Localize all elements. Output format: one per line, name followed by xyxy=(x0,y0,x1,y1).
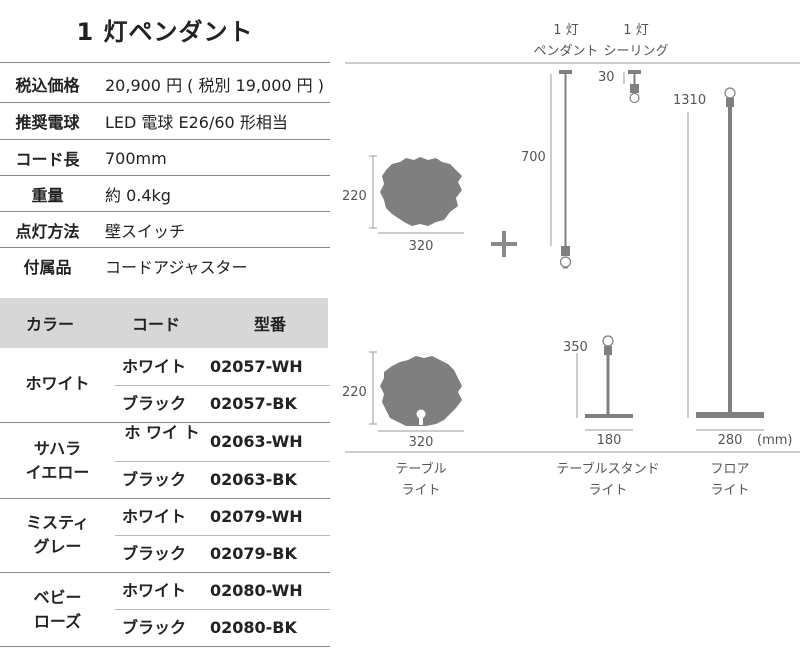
dim-label: 220 xyxy=(342,189,367,204)
spec-label: 点灯方法 xyxy=(15,222,80,241)
caption: テーブルスタンド xyxy=(556,461,659,477)
color-name-line: グレー xyxy=(33,537,82,556)
cord-cell: ブラック xyxy=(122,618,187,637)
spec-row-weight: 重量 約 0.4kg xyxy=(0,176,330,212)
plus-icon xyxy=(491,231,517,257)
spec-label: 付属品 xyxy=(23,258,72,277)
unit-label: (mm) xyxy=(757,433,792,448)
spec-value: コードアジャスター xyxy=(105,258,248,277)
cord-cell: ホワイト xyxy=(122,581,187,600)
divider xyxy=(0,211,330,212)
divider xyxy=(0,102,330,103)
spec-value: 20,900 円 ( 税別 19,000 円 ) xyxy=(105,76,324,95)
dim-label: 320 xyxy=(409,239,434,254)
dim-label: 220 xyxy=(342,385,367,400)
spec-label: 重量 xyxy=(31,186,64,205)
color-name-line: ホワイト xyxy=(25,374,90,393)
spec-row-accessory: 付属品 コードアジャスター xyxy=(0,248,330,284)
model-cell: 02063-BK xyxy=(210,470,297,489)
spec-row-cord-length: コード長 700mm xyxy=(0,140,330,176)
color-name-line: サハラ xyxy=(33,439,82,458)
cord-cell: ブラック xyxy=(122,544,187,563)
divider xyxy=(0,572,330,573)
color-name: ホワイト xyxy=(0,372,115,396)
cord-cell: ブラック xyxy=(122,394,187,413)
divider xyxy=(0,139,330,140)
header-model: 型番 xyxy=(253,315,286,334)
model-cell: 02079-WH xyxy=(210,507,303,526)
dim-label: 180 xyxy=(597,433,622,448)
divider xyxy=(0,498,330,499)
model-cell: 02057-WH xyxy=(210,357,303,376)
dim-label: 350 xyxy=(563,340,588,355)
color-name: ミスティ グレー xyxy=(0,511,115,559)
bulb-icon xyxy=(416,409,426,419)
divider xyxy=(115,461,330,462)
color-name: ベビー ローズ xyxy=(0,586,115,634)
pendant-top-label: ペンダント xyxy=(533,44,598,59)
model-cell: 02057-BK xyxy=(210,394,297,413)
divider xyxy=(115,609,330,610)
spec-value: 壁スイッチ xyxy=(105,222,186,241)
divider xyxy=(0,247,330,248)
floor-light xyxy=(696,87,764,418)
spec-value: 700mm xyxy=(105,148,167,168)
color-name: サハラ イエロー xyxy=(0,437,115,485)
divider xyxy=(115,535,330,536)
pendant-fixture xyxy=(559,70,572,269)
divider xyxy=(0,422,330,423)
ceiling-top-label: シーリング xyxy=(603,44,668,59)
page-title: 1 灯ペンダント xyxy=(76,18,254,46)
spec-label: 税込価格 xyxy=(15,76,80,95)
dim-label: 700 xyxy=(521,150,546,165)
model-cell: 02063-WH xyxy=(210,432,303,451)
spec-value: LED 電球 E26/60 形相当 xyxy=(105,113,288,132)
dim-label: 280 xyxy=(718,433,743,448)
cord-cell: ホワイト xyxy=(122,357,187,376)
spec-value: 約 0.4kg xyxy=(105,186,171,205)
dim-label: 320 xyxy=(409,435,434,450)
header-color: カラー xyxy=(25,315,74,334)
color-name-line: ミスティ xyxy=(25,513,90,532)
bulb-base xyxy=(419,418,423,425)
spec-row-price: 税込価格 20,900 円 ( 税別 19,000 円 ) xyxy=(0,66,330,102)
model-cell: 02080-WH xyxy=(210,581,303,600)
divider xyxy=(0,175,330,176)
caption: ライト xyxy=(710,483,749,498)
color-name-line: イエロー xyxy=(25,463,90,482)
ceiling-top-label: 1 灯 xyxy=(623,23,648,38)
pendant-top-label: 1 灯 xyxy=(553,23,578,38)
spec-row-switch: 点灯方法 壁スイッチ xyxy=(0,212,330,248)
divider xyxy=(0,646,330,647)
cord-cell: ホワイト xyxy=(122,507,187,526)
spec-label: コード長 xyxy=(15,150,80,169)
divider xyxy=(115,385,330,386)
table-header: カラー コード 型番 xyxy=(0,298,328,348)
ceiling-fixture xyxy=(628,70,641,104)
table-shade xyxy=(380,356,462,426)
header-cord: コード xyxy=(131,315,180,334)
cord-cell: ホ ワイ ト xyxy=(124,423,200,442)
caption: ライト xyxy=(401,483,440,498)
model-cell: 02079-BK xyxy=(210,544,297,563)
caption: フロア xyxy=(710,462,749,477)
divider xyxy=(0,62,330,63)
color-name-line: ベビー xyxy=(33,588,82,607)
caption: テーブル xyxy=(395,461,446,477)
dim-label: 30 xyxy=(598,70,615,85)
spec-row-bulb: 推奨電球 LED 電球 E26/60 形相当 xyxy=(0,103,330,139)
spec-label: 推奨電球 xyxy=(15,113,80,132)
color-name-line: ローズ xyxy=(33,612,82,631)
caption: ライト xyxy=(588,483,627,498)
table-stand xyxy=(585,335,633,418)
model-cell: 02080-BK xyxy=(210,618,297,637)
cord-cell: ブラック xyxy=(122,470,187,489)
pendant-shade xyxy=(380,157,462,226)
dim-label: 1310 xyxy=(673,93,706,108)
